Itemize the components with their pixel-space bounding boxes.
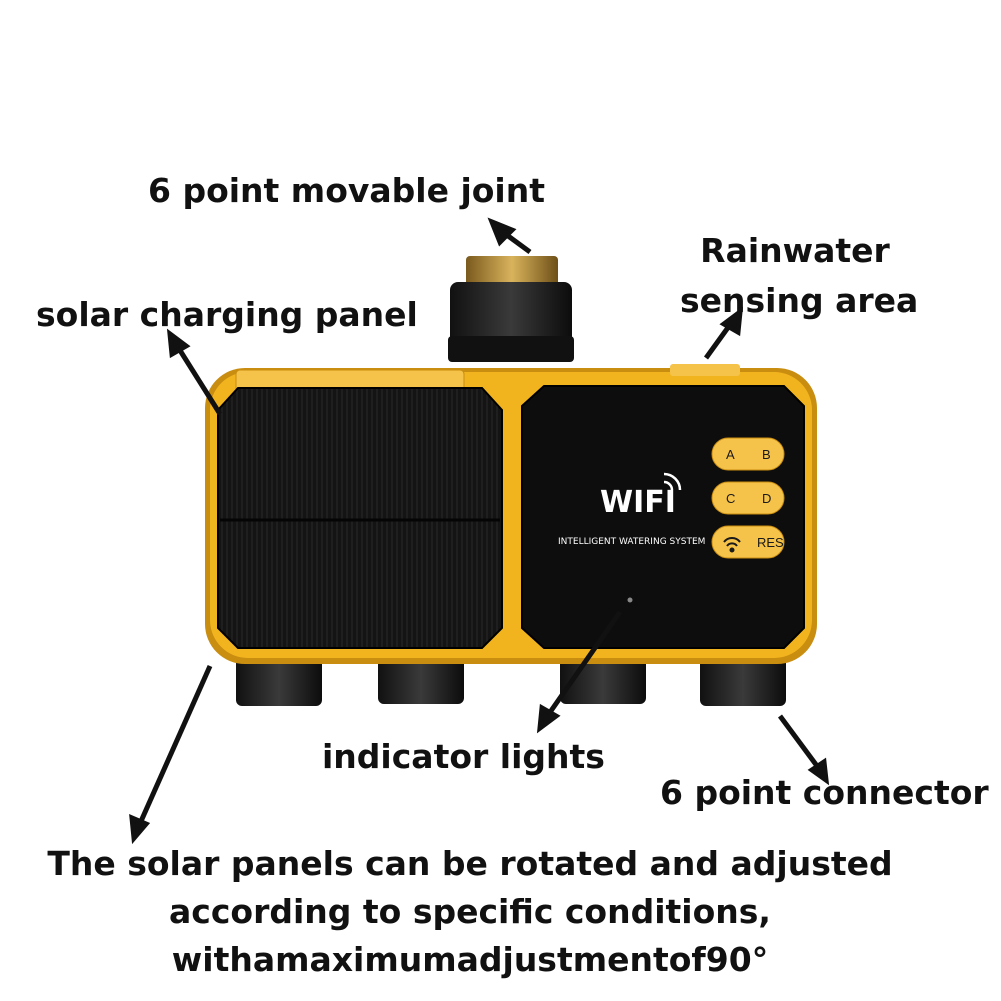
arrow-indicator — [543, 610, 623, 720]
note-line-3: withamaximumadjustmentof90° — [171, 940, 769, 979]
arrow-solar — [173, 342, 223, 416]
control-panel: WIFI INTELLIGENT WATERING SYSTEM — [521, 385, 805, 649]
label-movable-joint: 6 point movable joint — [148, 171, 546, 210]
solar-panel — [217, 369, 503, 649]
arrow-note — [135, 664, 213, 830]
label-connector: 6 point connector — [660, 773, 989, 812]
button-d[interactable]: D — [762, 491, 771, 506]
button-c-d-pill — [711, 481, 785, 515]
label-rainwater-line1: Rainwater — [700, 231, 890, 270]
button-res[interactable]: RES — [757, 535, 784, 550]
label-rainwater: Rainwater sensing area — [680, 226, 919, 326]
button-grid: A B C D RES — [711, 437, 785, 559]
note-line-1: The solar panels can be rotated and adju… — [47, 844, 893, 883]
wifi-signal-icon — [663, 472, 682, 491]
label-rainwater-line2: sensing area — [680, 281, 919, 320]
indicator-light — [627, 597, 633, 603]
button-b[interactable]: B — [762, 447, 771, 462]
arrow-connector — [777, 714, 823, 772]
note-text: The solar panels can be rotated and adju… — [40, 840, 900, 984]
brand-wifi: WIFI — [600, 485, 676, 520]
button-a-b-pill — [711, 437, 785, 471]
wifi-button-icon[interactable] — [723, 537, 741, 553]
callout-arrows — [129, 217, 830, 845]
label-solar-panel: solar charging panel — [36, 295, 418, 334]
device-subtitle: INTELLIGENT WATERING SYSTEM — [558, 537, 705, 547]
note-line-2: according to specific conditions, — [169, 892, 771, 931]
top-movable-joint — [448, 256, 574, 362]
button-a[interactable]: A — [726, 447, 735, 462]
label-indicator-lights: indicator lights — [322, 737, 605, 776]
button-c[interactable]: C — [726, 491, 735, 506]
